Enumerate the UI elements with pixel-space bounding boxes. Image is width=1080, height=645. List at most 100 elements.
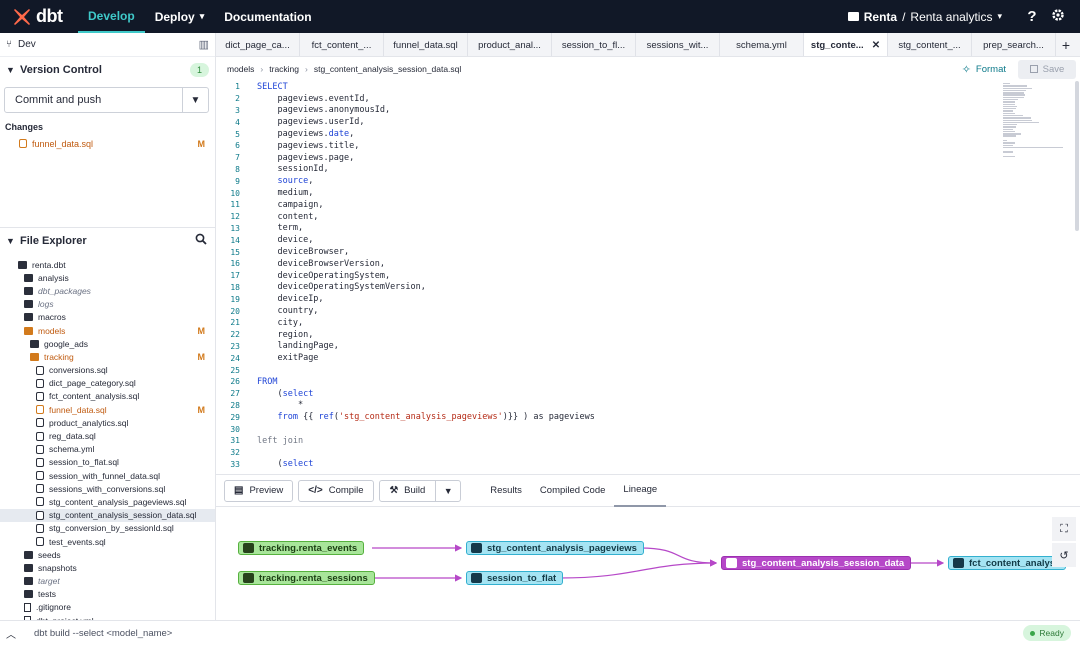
lineage-graph[interactable]: tracking.renta_events tracking.renta_ses… — [216, 507, 1080, 620]
tab[interactable]: funnel_data.sql — [384, 33, 468, 56]
model-file-icon — [36, 378, 44, 388]
add-tab-button[interactable]: + — [1061, 36, 1071, 53]
nav-develop[interactable]: Develop — [78, 0, 145, 33]
commit-options-chevron-icon[interactable]: ▼ — [182, 88, 208, 112]
save-button[interactable]: Save — [1018, 59, 1076, 79]
minimap[interactable] — [1003, 83, 1065, 158]
lineage-node-pageviews[interactable]: stg_content_analysis_pageviews — [466, 541, 644, 555]
help-icon[interactable]: ? — [1027, 8, 1037, 25]
tree-folder[interactable]: target — [0, 575, 215, 588]
tree-file[interactable]: test_events.sql — [0, 535, 215, 548]
chevron-up-icon[interactable]: ︿ — [6, 629, 16, 641]
environment-name[interactable]: Dev — [18, 39, 36, 50]
chevron-down-icon: ▼ — [6, 65, 15, 75]
tree-file[interactable]: reg_data.sql — [0, 429, 215, 442]
line-number: 33 — [230, 459, 240, 469]
panel-tab-results[interactable]: Results — [490, 485, 522, 496]
editor-scrollbar[interactable] — [1075, 81, 1079, 231]
tree-folder[interactable]: seeds — [0, 548, 215, 561]
minimap-line — [1003, 110, 1013, 112]
tree-folder[interactable]: logs — [0, 298, 215, 311]
tree-file[interactable]: session_to_flat.sql — [0, 456, 215, 469]
build-options-chevron-icon[interactable]: ▼ — [443, 485, 453, 496]
code-line: 14 device, — [216, 234, 1072, 246]
tree-folder[interactable]: snapshots — [0, 561, 215, 574]
tree-file[interactable]: schema.yml — [0, 443, 215, 456]
code-line: 7 pageviews.page, — [216, 152, 1072, 164]
indent — [257, 259, 277, 269]
tab[interactable]: prep_search... — [972, 33, 1056, 56]
tab[interactable]: stg_content_... — [888, 33, 972, 56]
tree-file[interactable]: dict_page_category.sql — [0, 377, 215, 390]
tree-file[interactable]: stg_conversion_by_sessionId.sql — [0, 522, 215, 535]
tree-file[interactable]: stg_content_analysis_session_data.sql — [0, 508, 215, 522]
breadcrumb-item[interactable]: models — [227, 64, 255, 74]
tree-folder[interactable]: dbt_packages — [0, 284, 215, 297]
commit-and-push-button[interactable]: Commit and push — [15, 94, 102, 106]
project-selector[interactable]: Renta / Renta analytics ▾ — [847, 10, 1002, 24]
panel-tab-compiled-code[interactable]: Compiled Code — [539, 485, 606, 496]
history-icon[interactable]: ↺ — [1052, 543, 1076, 567]
tree-folder[interactable]: tests — [0, 588, 215, 601]
build-button[interactable]: ⚒ Build — [380, 480, 437, 501]
lineage-node-session-to-flat[interactable]: session_to_flat — [466, 571, 564, 585]
tree-file[interactable]: .gitignore — [0, 601, 215, 614]
model-file-icon — [36, 537, 44, 547]
lineage-node-current-model[interactable]: stg_content_analysis_session_data — [721, 556, 912, 570]
tree-folder[interactable]: analysis — [0, 271, 215, 284]
file-explorer-header[interactable]: ▼ File Explorer — [0, 227, 215, 253]
code-token: ( — [277, 388, 283, 399]
tree-file[interactable]: stg_content_analysis_pageviews.sql — [0, 495, 215, 508]
command-input[interactable]: dbt build --select <model_name> — [34, 627, 173, 639]
indent — [257, 294, 277, 304]
tree-folder[interactable]: renta.dbt — [0, 258, 215, 271]
tree-file[interactable]: session_with_funnel_data.sql — [0, 469, 215, 482]
lineage-node-renta-events[interactable]: tracking.renta_events — [238, 541, 365, 555]
tab[interactable]: product_anal... — [468, 33, 552, 56]
tab[interactable]: fct_content_... — [300, 33, 384, 56]
format-button[interactable]: ✧ Format — [962, 63, 1006, 76]
lineage-node-fct-content-analysis[interactable]: fct_content_analysis — [948, 556, 1066, 570]
tree-item-label: test_events.sql — [49, 536, 106, 547]
tree-file[interactable]: dbt_project.yml — [0, 614, 215, 620]
close-icon[interactable]: ✕ — [871, 39, 881, 51]
book-icon[interactable]: ▥ — [198, 39, 209, 51]
breadcrumb-item[interactable]: tracking — [269, 64, 300, 74]
gear-icon[interactable] — [1048, 8, 1068, 26]
tab[interactable]: sessions_wit... — [636, 33, 720, 56]
tree-file[interactable]: fct_content_analysis.sql — [0, 390, 215, 403]
indent — [257, 164, 277, 174]
compile-button[interactable]: </> Compile — [298, 479, 374, 502]
model-file-icon — [36, 444, 44, 454]
tab[interactable]: schema.yml — [720, 33, 804, 56]
expand-icon[interactable]: ⛶ — [1052, 517, 1076, 541]
nav-deploy[interactable]: Deploy ▾ — [145, 0, 215, 33]
tree-folder[interactable]: google_ads — [0, 337, 215, 350]
nav-documentation[interactable]: Documentation — [224, 9, 312, 24]
folder-icon — [24, 286, 33, 295]
version-control-header[interactable]: ▼ Version Control 1 — [0, 57, 215, 83]
tab-active[interactable]: stg_conte...✕ — [804, 33, 888, 56]
tab[interactable]: session_to_fl... — [552, 33, 636, 56]
preview-button[interactable]: ▤ Preview — [224, 479, 294, 502]
tree-folder[interactable]: macros — [0, 311, 215, 324]
tree-file[interactable]: conversions.sql — [0, 364, 215, 377]
tree-file[interactable]: sessions_with_conversions.sql — [0, 482, 215, 495]
lineage-node-renta-sessions[interactable]: tracking.renta_sessions — [238, 571, 375, 585]
code-line: 27 (select — [216, 388, 1072, 400]
line-text: city, — [240, 318, 303, 328]
tab[interactable]: dict_page_ca... — [216, 33, 300, 56]
model-file-icon — [36, 523, 44, 533]
tree-file[interactable]: product_analytics.sql — [0, 416, 215, 429]
dbt-logo[interactable]: dbt — [0, 6, 78, 27]
panel-tab-lineage[interactable]: Lineage — [614, 474, 667, 507]
node-label: stg_content_analysis_pageviews — [487, 542, 637, 554]
search-icon[interactable] — [195, 233, 207, 248]
code-token: sessionId, — [277, 164, 329, 175]
code-token: term, — [277, 223, 304, 234]
